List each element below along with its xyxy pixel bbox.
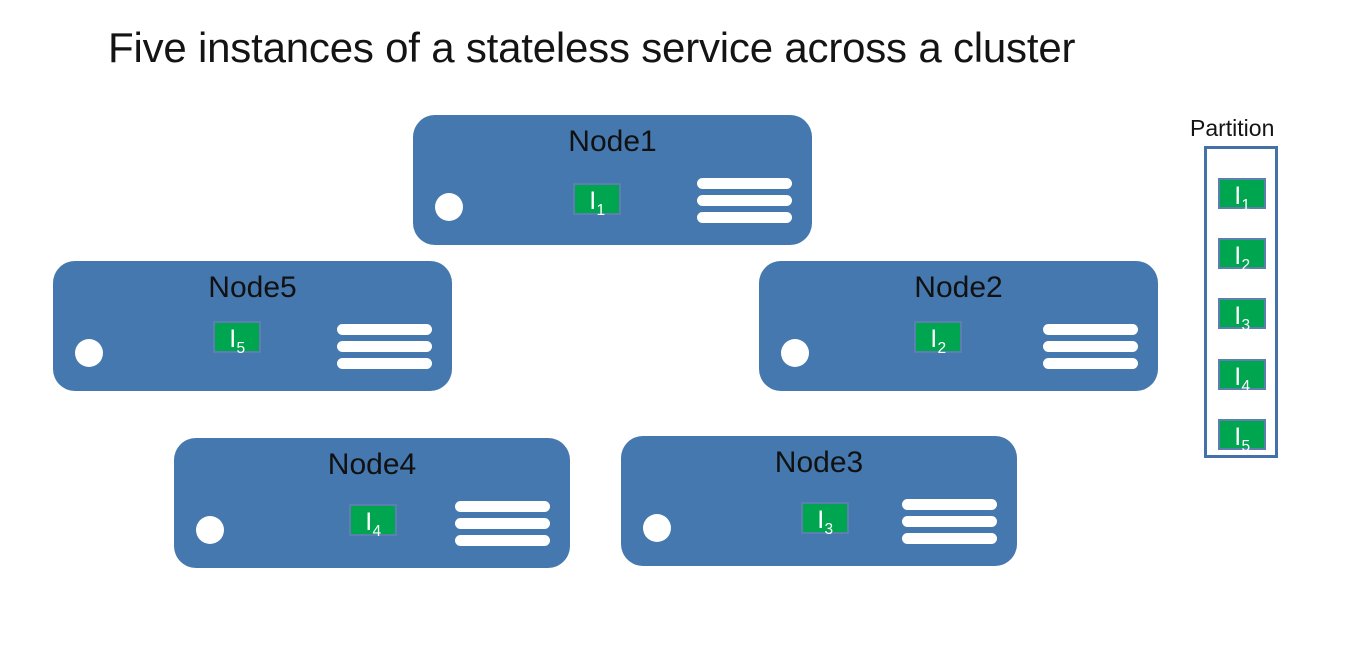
server-slot-bar — [455, 535, 550, 546]
instance-chip-label: I2 — [916, 325, 960, 357]
instance-chip-i4[interactable]: I4 — [349, 504, 397, 540]
server-slot-bar — [697, 195, 792, 206]
instance-chip-i2[interactable]: I2 — [914, 321, 962, 357]
instance-letter: I — [229, 325, 237, 353]
server-slot-bar — [1043, 358, 1138, 369]
instance-chip-label: I1 — [575, 187, 619, 219]
instance-index: 4 — [372, 522, 382, 540]
node-title: Node1 — [568, 125, 657, 158]
instance-letter: I — [817, 506, 825, 534]
instance-index: 2 — [1241, 256, 1251, 274]
server-slot-bar — [455, 501, 550, 512]
server-slot-bar — [337, 324, 432, 335]
instance-letter: I — [1234, 242, 1242, 270]
power-indicator-icon — [196, 516, 224, 544]
instance-letter: I — [1234, 182, 1242, 210]
instance-chip-i3[interactable]: I3 — [801, 502, 849, 538]
instance-letter: I — [1234, 363, 1242, 391]
server-slot-bar — [455, 518, 550, 529]
power-indicator-icon — [781, 339, 809, 367]
instance-index: 4 — [1241, 377, 1251, 395]
server-slot-bar — [902, 499, 997, 510]
instance-chip-label: I5 — [1220, 423, 1264, 455]
instance-chip-label: I3 — [803, 506, 847, 538]
instance-chip-partition-i5[interactable]: I5 — [1218, 419, 1266, 455]
instance-index: 5 — [1241, 437, 1251, 455]
instance-chip-label: I3 — [1220, 302, 1264, 334]
power-indicator-icon — [643, 514, 671, 542]
instance-index: 1 — [596, 201, 606, 219]
instance-chip-label: I4 — [1220, 363, 1264, 395]
instance-chip-i1[interactable]: I1 — [573, 183, 621, 219]
server-slots-icon — [337, 324, 432, 369]
server-slot-bar — [697, 178, 792, 189]
instance-chip-label: I2 — [1220, 242, 1264, 274]
node-title: Node2 — [914, 271, 1003, 304]
server-slots-icon — [902, 499, 997, 544]
instance-chip-label: I4 — [351, 508, 395, 540]
page-title: Five instances of a stateless service ac… — [108, 24, 1076, 71]
instance-index: 5 — [236, 339, 246, 357]
node-title: Node3 — [774, 446, 864, 479]
partition-label: Partition — [1190, 115, 1275, 141]
power-indicator-icon — [75, 339, 103, 367]
instance-chip-partition-i3[interactable]: I3 — [1218, 298, 1266, 334]
server-slot-bar — [902, 516, 997, 527]
server-slots-icon — [455, 501, 550, 546]
node-title: Node5 — [208, 271, 297, 304]
node-title: Node4 — [327, 448, 417, 481]
server-slot-bar — [337, 341, 432, 352]
server-slots-icon — [697, 178, 792, 223]
server-slot-bar — [1043, 341, 1138, 352]
server-slot-bar — [697, 212, 792, 223]
server-slots-icon — [1043, 324, 1138, 369]
instance-chip-label: I1 — [1220, 182, 1264, 214]
instance-index: 1 — [1241, 196, 1251, 214]
instance-index: 2 — [937, 339, 947, 357]
power-indicator-icon — [435, 193, 463, 221]
server-slot-bar — [902, 533, 997, 544]
instance-letter: I — [1234, 302, 1242, 330]
instance-letter: I — [930, 325, 938, 353]
instance-letter: I — [589, 187, 597, 215]
instance-chip-label: I5 — [215, 325, 259, 357]
server-slot-bar — [1043, 324, 1138, 335]
instance-chip-i5[interactable]: I5 — [213, 321, 261, 357]
instance-letter: I — [365, 508, 373, 536]
server-slot-bar — [337, 358, 432, 369]
instance-chip-partition-i2[interactable]: I2 — [1218, 238, 1266, 274]
instance-letter: I — [1234, 423, 1242, 451]
instance-index: 3 — [1241, 316, 1251, 334]
instance-chip-partition-i1[interactable]: I1 — [1218, 178, 1266, 214]
instance-chip-partition-i4[interactable]: I4 — [1218, 359, 1266, 395]
instance-index: 3 — [824, 520, 834, 538]
